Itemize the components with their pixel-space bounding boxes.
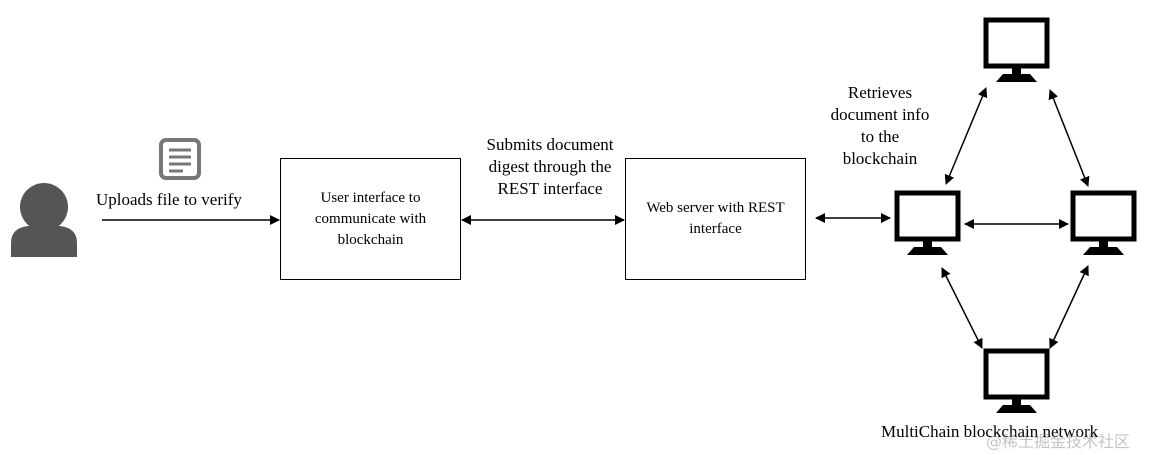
- network-link-top-right: [1048, 89, 1090, 187]
- web-server-box: Web server with REST interface: [625, 158, 806, 280]
- submit-label-line: REST interface: [497, 179, 603, 198]
- retrieve-label-line: to the: [860, 127, 900, 146]
- monitor-icon: [1070, 190, 1137, 255]
- retrieve-label-line: document info: [830, 105, 930, 124]
- user-interface-box: User interface to communicate with block…: [280, 158, 461, 280]
- network-link-right-bottom: [1049, 265, 1089, 349]
- watermark: @稀土掘金技术社区: [986, 432, 1131, 451]
- submit-label-line: Submits document: [486, 135, 614, 154]
- user-interface-box-text: User interface to communicate with block…: [314, 189, 427, 248]
- retrieve-label-line: Retrieves: [847, 83, 913, 102]
- submit-label-line: digest through the: [488, 157, 612, 176]
- monitor-icon: [983, 17, 1050, 82]
- upload-label: Uploads file to verify: [96, 190, 242, 209]
- retrieve-label-line: blockchain: [842, 149, 918, 168]
- retrieve-label: Retrieves document info to the blockchai…: [815, 82, 945, 170]
- submit-label: Submits document digest through the REST…: [470, 134, 630, 200]
- document-icon: [159, 138, 201, 180]
- user-icon: [11, 183, 77, 257]
- monitor-icon: [983, 348, 1050, 413]
- network-label: MultiChain blockchain network: [881, 422, 1099, 441]
- web-server-box-text: Web server with REST interface: [646, 200, 785, 237]
- network-link-left-bottom: [941, 267, 983, 349]
- monitor-icon: [894, 190, 961, 255]
- network-link-left-top: [944, 87, 988, 185]
